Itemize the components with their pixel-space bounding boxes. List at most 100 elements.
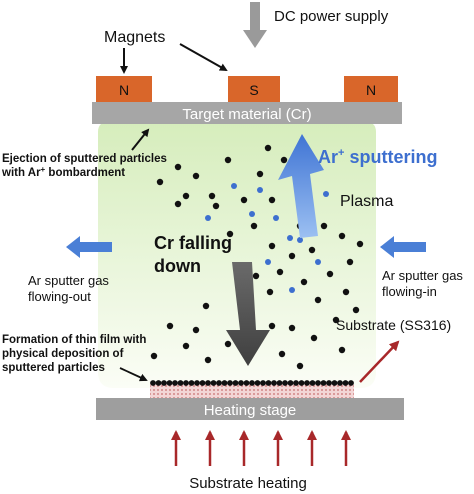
particle-cr bbox=[224, 156, 232, 164]
particle-cr bbox=[204, 356, 212, 364]
particle-cr bbox=[288, 252, 296, 260]
ejection-arrow bbox=[131, 128, 150, 151]
particle-cr bbox=[268, 322, 276, 330]
particle-cr bbox=[192, 172, 200, 180]
film-particle bbox=[342, 380, 349, 386]
particle-cr bbox=[150, 352, 158, 360]
film-particle bbox=[177, 380, 184, 386]
svg-text:S: S bbox=[249, 82, 258, 98]
particle-ar bbox=[315, 259, 321, 265]
magnets-label: Magnets bbox=[104, 29, 165, 46]
ejection-label-line1: Ejection of sputtered particles bbox=[2, 153, 167, 165]
magnet-n-right: N bbox=[344, 76, 398, 102]
substrate-plate bbox=[150, 384, 354, 398]
particle-cr bbox=[314, 296, 322, 304]
heating-stage-label: Heating stage bbox=[204, 402, 297, 419]
gas-in-arrow bbox=[380, 236, 426, 258]
formation-arrow bbox=[119, 367, 148, 382]
particle-ar bbox=[273, 215, 279, 221]
particle-ar bbox=[287, 235, 293, 241]
particle-cr bbox=[252, 272, 260, 280]
particle-ar bbox=[205, 215, 211, 221]
film-particle bbox=[304, 380, 310, 386]
particle-cr bbox=[278, 350, 286, 358]
film-particle bbox=[232, 380, 239, 386]
particle-cr bbox=[308, 246, 316, 254]
film-particle bbox=[161, 380, 167, 386]
particle-cr bbox=[300, 278, 308, 286]
magnet-s: S bbox=[228, 76, 280, 102]
particle-cr bbox=[356, 240, 364, 248]
particle-cr bbox=[182, 192, 190, 200]
film-particle bbox=[183, 380, 189, 386]
particle-cr bbox=[174, 200, 182, 208]
film-particle bbox=[227, 380, 233, 386]
particle-cr bbox=[342, 288, 350, 296]
particle-cr bbox=[264, 144, 272, 152]
film-particle bbox=[260, 380, 266, 386]
film-particle bbox=[315, 380, 321, 386]
particle-cr bbox=[338, 346, 346, 354]
gas-in-label-line2: flowing-in bbox=[382, 284, 437, 299]
film-particle bbox=[271, 380, 277, 386]
particle-cr bbox=[256, 170, 264, 178]
particle-cr bbox=[224, 340, 232, 348]
particle-ar bbox=[323, 191, 329, 197]
particle-cr bbox=[296, 362, 304, 370]
film-particle bbox=[309, 380, 316, 386]
film-particle bbox=[205, 380, 211, 386]
cr-falling-label-line1: Cr falling bbox=[154, 233, 232, 253]
film-particle bbox=[337, 380, 343, 386]
ar-sputtering-arrow bbox=[278, 134, 324, 238]
particle-cr bbox=[174, 163, 182, 171]
particle-cr bbox=[326, 270, 334, 278]
particle-cr bbox=[250, 222, 258, 230]
film-particle bbox=[320, 380, 327, 386]
particle-ar bbox=[249, 211, 255, 217]
gas-out-arrow bbox=[66, 236, 112, 258]
gas-out-label-line2: flowing-out bbox=[28, 289, 91, 304]
particle-cr bbox=[266, 288, 274, 296]
film-particle bbox=[166, 380, 173, 386]
film-particle bbox=[276, 380, 283, 386]
film-particle bbox=[243, 380, 250, 386]
film-particle bbox=[188, 380, 195, 386]
film-particle bbox=[210, 380, 217, 386]
particle-cr bbox=[320, 222, 328, 230]
particle-cr bbox=[182, 342, 190, 350]
magnet-arrow-center bbox=[179, 43, 228, 71]
particle-cr bbox=[338, 232, 346, 240]
film-particle bbox=[221, 380, 228, 386]
particle-cr bbox=[276, 268, 284, 276]
dc-power-label: DC power supply bbox=[274, 8, 389, 25]
film-particle bbox=[254, 380, 261, 386]
particle-cr bbox=[156, 178, 164, 186]
particle-cr bbox=[280, 156, 288, 164]
particle-cr bbox=[240, 196, 248, 204]
ar-sputtering-label: Ar+ sputtering bbox=[318, 147, 437, 167]
target-plate bbox=[92, 102, 402, 124]
film-particle bbox=[348, 380, 354, 386]
formation-label-line3: sputtered particles bbox=[2, 362, 105, 374]
particle-cr bbox=[192, 326, 200, 334]
target-label: Target material (Cr) bbox=[182, 106, 311, 123]
film-particle bbox=[249, 380, 255, 386]
film-particle bbox=[155, 380, 162, 386]
particle-cr bbox=[346, 258, 354, 266]
gas-in-label-line1: Ar sputter gas bbox=[382, 268, 463, 283]
formation-label-line1: Formation of thin film with bbox=[2, 334, 146, 346]
film-particle bbox=[287, 380, 294, 386]
film-particle bbox=[194, 380, 200, 386]
particle-cr bbox=[208, 192, 216, 200]
cr-falling-arrow bbox=[226, 262, 270, 366]
dc-power-arrow bbox=[243, 2, 267, 48]
particle-cr bbox=[332, 316, 340, 324]
heating-stage bbox=[96, 398, 404, 420]
particle-cr bbox=[352, 306, 360, 314]
particle-ar bbox=[289, 287, 295, 293]
cr-falling-label-line2: down bbox=[154, 256, 201, 276]
sputtered-particles bbox=[150, 144, 364, 370]
particle-ar bbox=[265, 259, 271, 265]
